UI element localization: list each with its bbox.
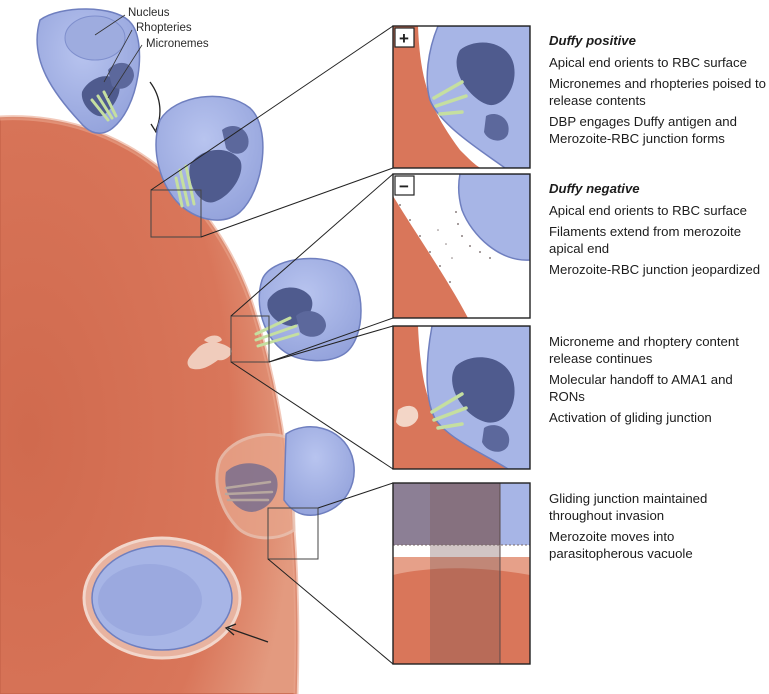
panel-sign-negative: −	[399, 177, 409, 196]
caption-gliding-junction: Gliding junction maintained throughout i…	[549, 491, 767, 567]
caption-duffy-negative: Duffy negative Apical end orients to RBC…	[549, 181, 767, 284]
caption-line: Filaments extend from merozoite apical e…	[549, 224, 767, 257]
panel-sign-positive: +	[399, 29, 409, 48]
panel-duffy-negative	[393, 174, 530, 318]
caption-content-release: Microneme and rhoptery content release c…	[549, 334, 767, 432]
caption-line: Apical end orients to RBC surface	[549, 203, 767, 220]
caption-heading: Duffy negative	[549, 181, 767, 198]
merozoite-1	[37, 9, 139, 133]
label-rhopteries: Rhopteries	[136, 22, 192, 34]
panel-content-release	[393, 326, 530, 469]
vacuole	[84, 538, 240, 658]
caption-line: Molecular handoff to AMA1 and RONs	[549, 372, 767, 405]
caption-duffy-positive: Duffy positive Apical end orients to RBC…	[549, 33, 767, 152]
label-nucleus: Nucleus	[128, 7, 170, 19]
caption-line: Microneme and rhoptery content release c…	[549, 334, 767, 367]
merozoite-4	[217, 427, 354, 538]
merozoite-3	[256, 258, 361, 360]
caption-line: Gliding junction maintained throughout i…	[549, 491, 767, 524]
label-micronemes: Micronemes	[146, 38, 209, 50]
nucleus	[65, 16, 125, 60]
caption-line: Merozoite moves into parasitopherous vac…	[549, 529, 767, 562]
caption-line: Micronemes and rhopteries poised to rele…	[549, 76, 767, 109]
caption-line: Merozoite-RBC junction jeopardized	[549, 262, 767, 279]
caption-line: Apical end orients to RBC surface	[549, 55, 767, 72]
caption-line: DBP engages Duffy antigen and Merozoite-…	[549, 114, 767, 147]
caption-line: Activation of gliding junction	[549, 410, 767, 427]
caption-heading: Duffy positive	[549, 33, 767, 50]
panel-gliding-junction	[393, 483, 530, 664]
